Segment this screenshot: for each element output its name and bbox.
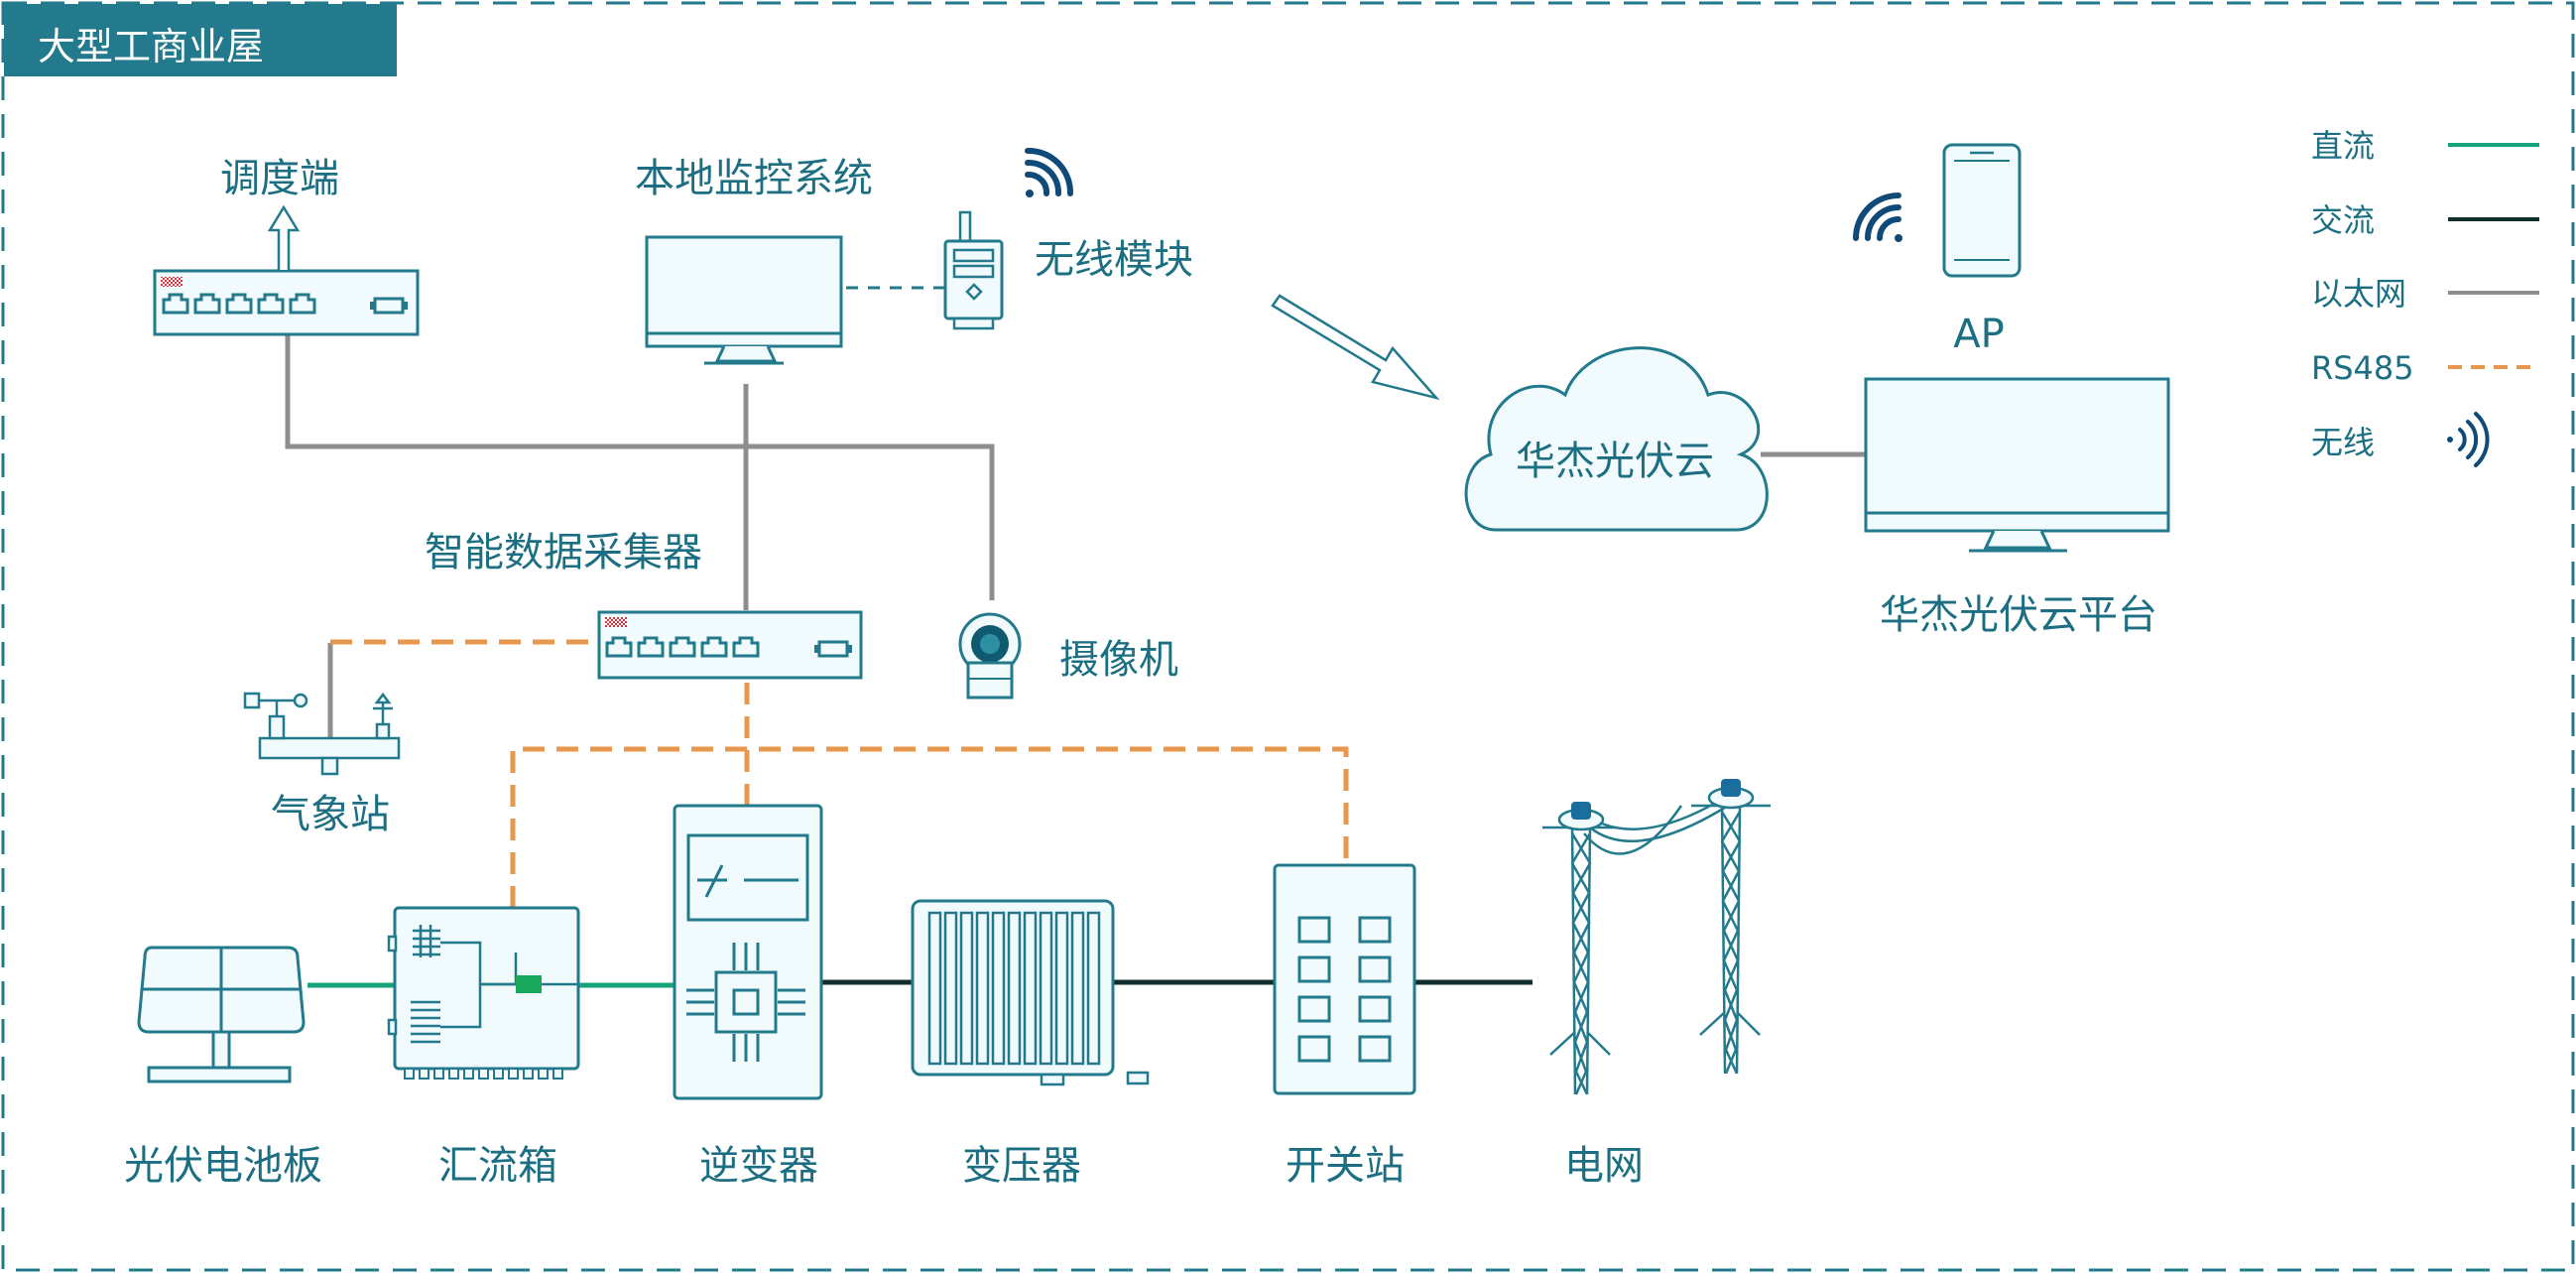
legend-ac-label: 交流 [2311, 201, 2375, 239]
legend-wireless-label: 无线 [2311, 424, 2375, 461]
rs485-line-bus [510, 746, 1349, 908]
combiner-box-icon [387, 906, 580, 1080]
combiner-indicator [516, 975, 542, 993]
local-monitor-label: 本地监控系统 [635, 156, 873, 201]
inverter-label: 逆变器 [699, 1143, 818, 1189]
combiner-label: 汇流箱 [438, 1143, 557, 1189]
header-background [4, 4, 397, 76]
weather-station-icon [243, 692, 401, 776]
local-monitor-icon [645, 235, 843, 365]
pv-panel-icon [137, 946, 306, 1083]
transformer-label: 变压器 [962, 1143, 1081, 1189]
inverter-icon [673, 804, 823, 1100]
legend-ethernet-label: 以太网 [2311, 275, 2406, 313]
page-title: 大型工商业屋 [38, 25, 264, 68]
switch-station-label: 开关站 [1286, 1143, 1405, 1189]
phone-icon [1942, 143, 2022, 278]
wireless-module-icon [943, 210, 1004, 330]
transformer-icon [911, 899, 1150, 1086]
legend-dc-label: 直流 [2311, 127, 2375, 165]
switch-station-icon [1273, 863, 1416, 1095]
grid-label: 电网 [1564, 1143, 1644, 1189]
camera-label: 摄像机 [1059, 637, 1178, 683]
grid-towers-icon [1542, 779, 1771, 1095]
data-collector-icon [597, 610, 863, 680]
dispatch-label: 调度端 [220, 156, 339, 201]
collector-label: 智能数据采集器 [425, 530, 702, 575]
legend-wireless-icon [2447, 412, 2490, 467]
header-tab: 大型工商业屋 [4, 4, 397, 76]
ap-wifi-icon [1853, 192, 1902, 242]
cloud-label: 华杰光伏云 [1516, 439, 1714, 484]
legend: 直流 交流 以太网 RS485 无线 [2311, 127, 2539, 467]
legend-rs485-label: RS485 [2311, 349, 2414, 387]
ethernet-line-main [285, 334, 995, 600]
wifi-signal-icon [1025, 147, 1074, 197]
cloud-icon [1464, 346, 1769, 532]
wireless-module-label: 无线模块 [1035, 237, 1193, 283]
camera-icon [958, 612, 1022, 700]
transmit-arrow-icon [1271, 294, 1440, 401]
cloud-platform-monitor-icon [1864, 377, 2170, 553]
pv-panel-label: 光伏电池板 [124, 1143, 322, 1189]
dispatch-switch [153, 269, 420, 336]
connections [285, 286, 1865, 988]
upload-arrow-icon [267, 204, 301, 270]
ap-label: AP [1953, 312, 2004, 357]
weather-station-label: 气象站 [271, 792, 390, 837]
cloud-platform-label: 华杰光伏云平台 [1880, 592, 2157, 638]
